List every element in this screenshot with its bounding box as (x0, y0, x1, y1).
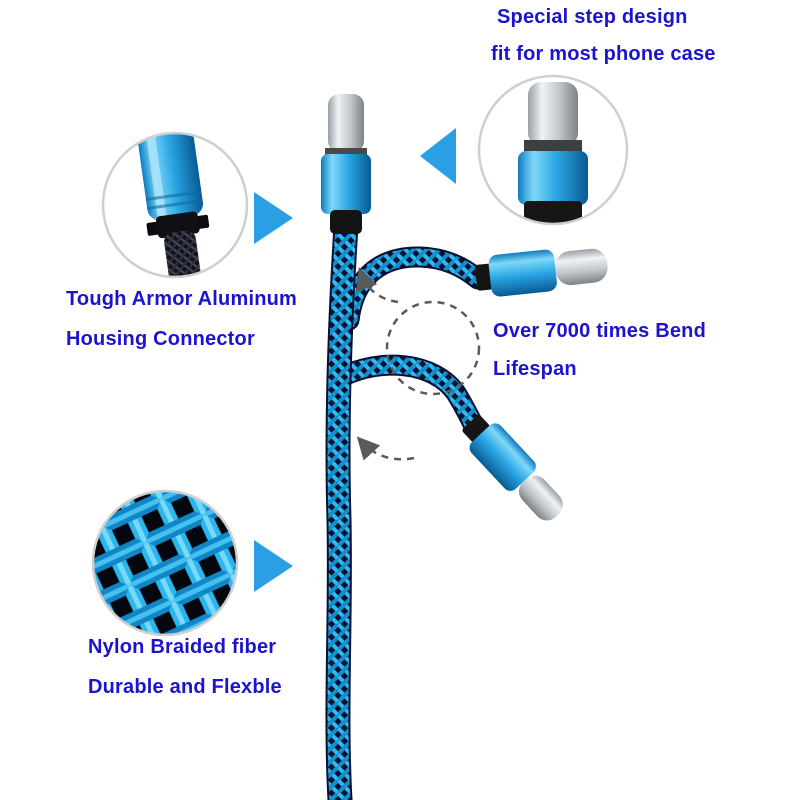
curved-arrow-up-icon (355, 267, 399, 304)
callout-bend-line1: Over 7000 times Bend (493, 320, 706, 342)
curved-arrow-down-icon (356, 436, 415, 461)
callout-aluminum-line1: Tough Armor Aluminum (66, 288, 298, 310)
callout-step-design-line2: fit for most phone case (491, 43, 716, 65)
callout-nylon-line2: Durable and Flexble (88, 676, 282, 698)
bend-motion-arrows (355, 267, 481, 461)
callout-step-design-line1: Special step design (497, 6, 688, 28)
callout-bend-line2: Lifespan (493, 358, 577, 380)
lens-step-design (477, 74, 629, 226)
main-cable (325, 213, 359, 800)
cable-branch-lower (337, 354, 484, 435)
usbc-connector-diagonal (462, 415, 563, 521)
lens-aluminum-housing (101, 131, 249, 279)
usbc-connector-right (474, 248, 608, 297)
arrow-left-icon (420, 128, 456, 184)
usbc-connector-top (321, 94, 371, 234)
cable-branch-upper (338, 246, 489, 331)
arrow-right-aluminum-icon (254, 192, 293, 244)
callout-aluminum-line2: Housing Connector (66, 328, 255, 350)
callout-nylon-line1: Nylon Braided fiber (88, 636, 277, 658)
dashed-circle (385, 300, 481, 396)
arrow-right-nylon-icon (254, 540, 293, 592)
lens-braid-closeup (91, 489, 239, 637)
